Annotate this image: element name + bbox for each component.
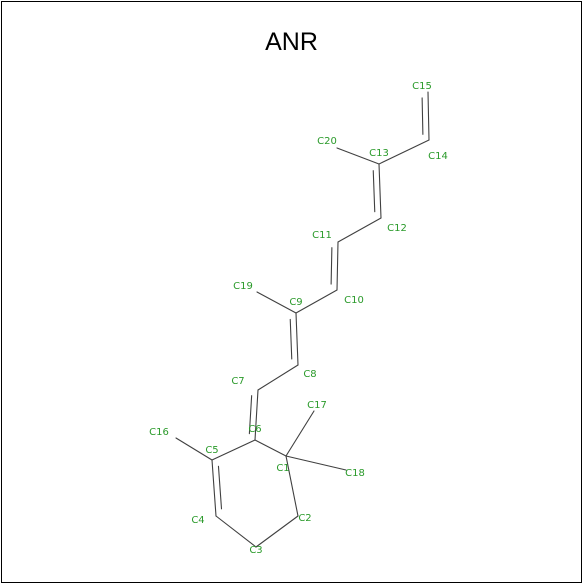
bond-C14-C15-double: [421, 97, 424, 135]
bond-C11-C12: [337, 217, 382, 243]
bond-C8-C9: [295, 312, 299, 366]
atom-label-c20: C20: [317, 136, 337, 147]
atom-label-c17: C17: [307, 400, 327, 411]
bond-C6-C7: [254, 389, 259, 441]
atom-label-c4: C4: [191, 515, 204, 526]
bond-layer: [175, 91, 430, 548]
bond-C5-C6: [211, 439, 256, 461]
atom-label-c19: C19: [233, 281, 253, 292]
bond-C3-C4: [215, 515, 257, 548]
atom-label-c6: C6: [248, 424, 261, 435]
bond-C6-C1: [254, 439, 287, 457]
bond-C13-C14: [378, 139, 430, 165]
bond-C6-C7-double: [248, 395, 253, 435]
atom-label-c7: C7: [231, 376, 244, 387]
atom-label-c2: C2: [298, 513, 311, 524]
bond-C14-C15: [427, 91, 430, 141]
atom-label-c15: C15: [412, 81, 432, 92]
bond-C1-C2: [285, 455, 299, 517]
bond-C4-C5: [211, 459, 217, 517]
atom-label-c12: C12: [387, 223, 407, 234]
atom-label-c10: C10: [344, 295, 364, 306]
bond-C7-C8: [257, 364, 299, 391]
bond-C13-C20: [336, 147, 380, 165]
atom-label-c1: C1: [276, 463, 289, 474]
atom-label-c16: C16: [149, 427, 169, 438]
atom-label-c9: C9: [289, 297, 302, 308]
bond-C12-C13-double: [372, 170, 376, 213]
bond-C4-C5-double: [217, 465, 223, 510]
diagram-title: ANR: [265, 28, 318, 56]
bond-C8-C9-double: [289, 318, 293, 360]
atom-label-c3: C3: [249, 545, 262, 556]
bond-C9-C10: [295, 289, 338, 314]
bond-C10-C11: [336, 241, 339, 291]
atom-label-c13: C13: [369, 148, 389, 159]
atom-label-c14: C14: [428, 151, 448, 162]
bond-C9-C19: [256, 291, 297, 314]
bond-C2-C3: [255, 515, 299, 548]
atom-label-c11: C11: [312, 230, 332, 241]
atom-label-c8: C8: [303, 369, 316, 380]
bond-C10-C11-double: [330, 247, 333, 285]
bond-C1-C17: [285, 410, 315, 457]
atom-label-c5: C5: [205, 445, 218, 456]
bond-C5-C16: [175, 437, 213, 461]
bond-C1-C18: [285, 455, 347, 471]
atom-label-c18: C18: [345, 468, 365, 479]
bond-C12-C13: [378, 163, 382, 219]
